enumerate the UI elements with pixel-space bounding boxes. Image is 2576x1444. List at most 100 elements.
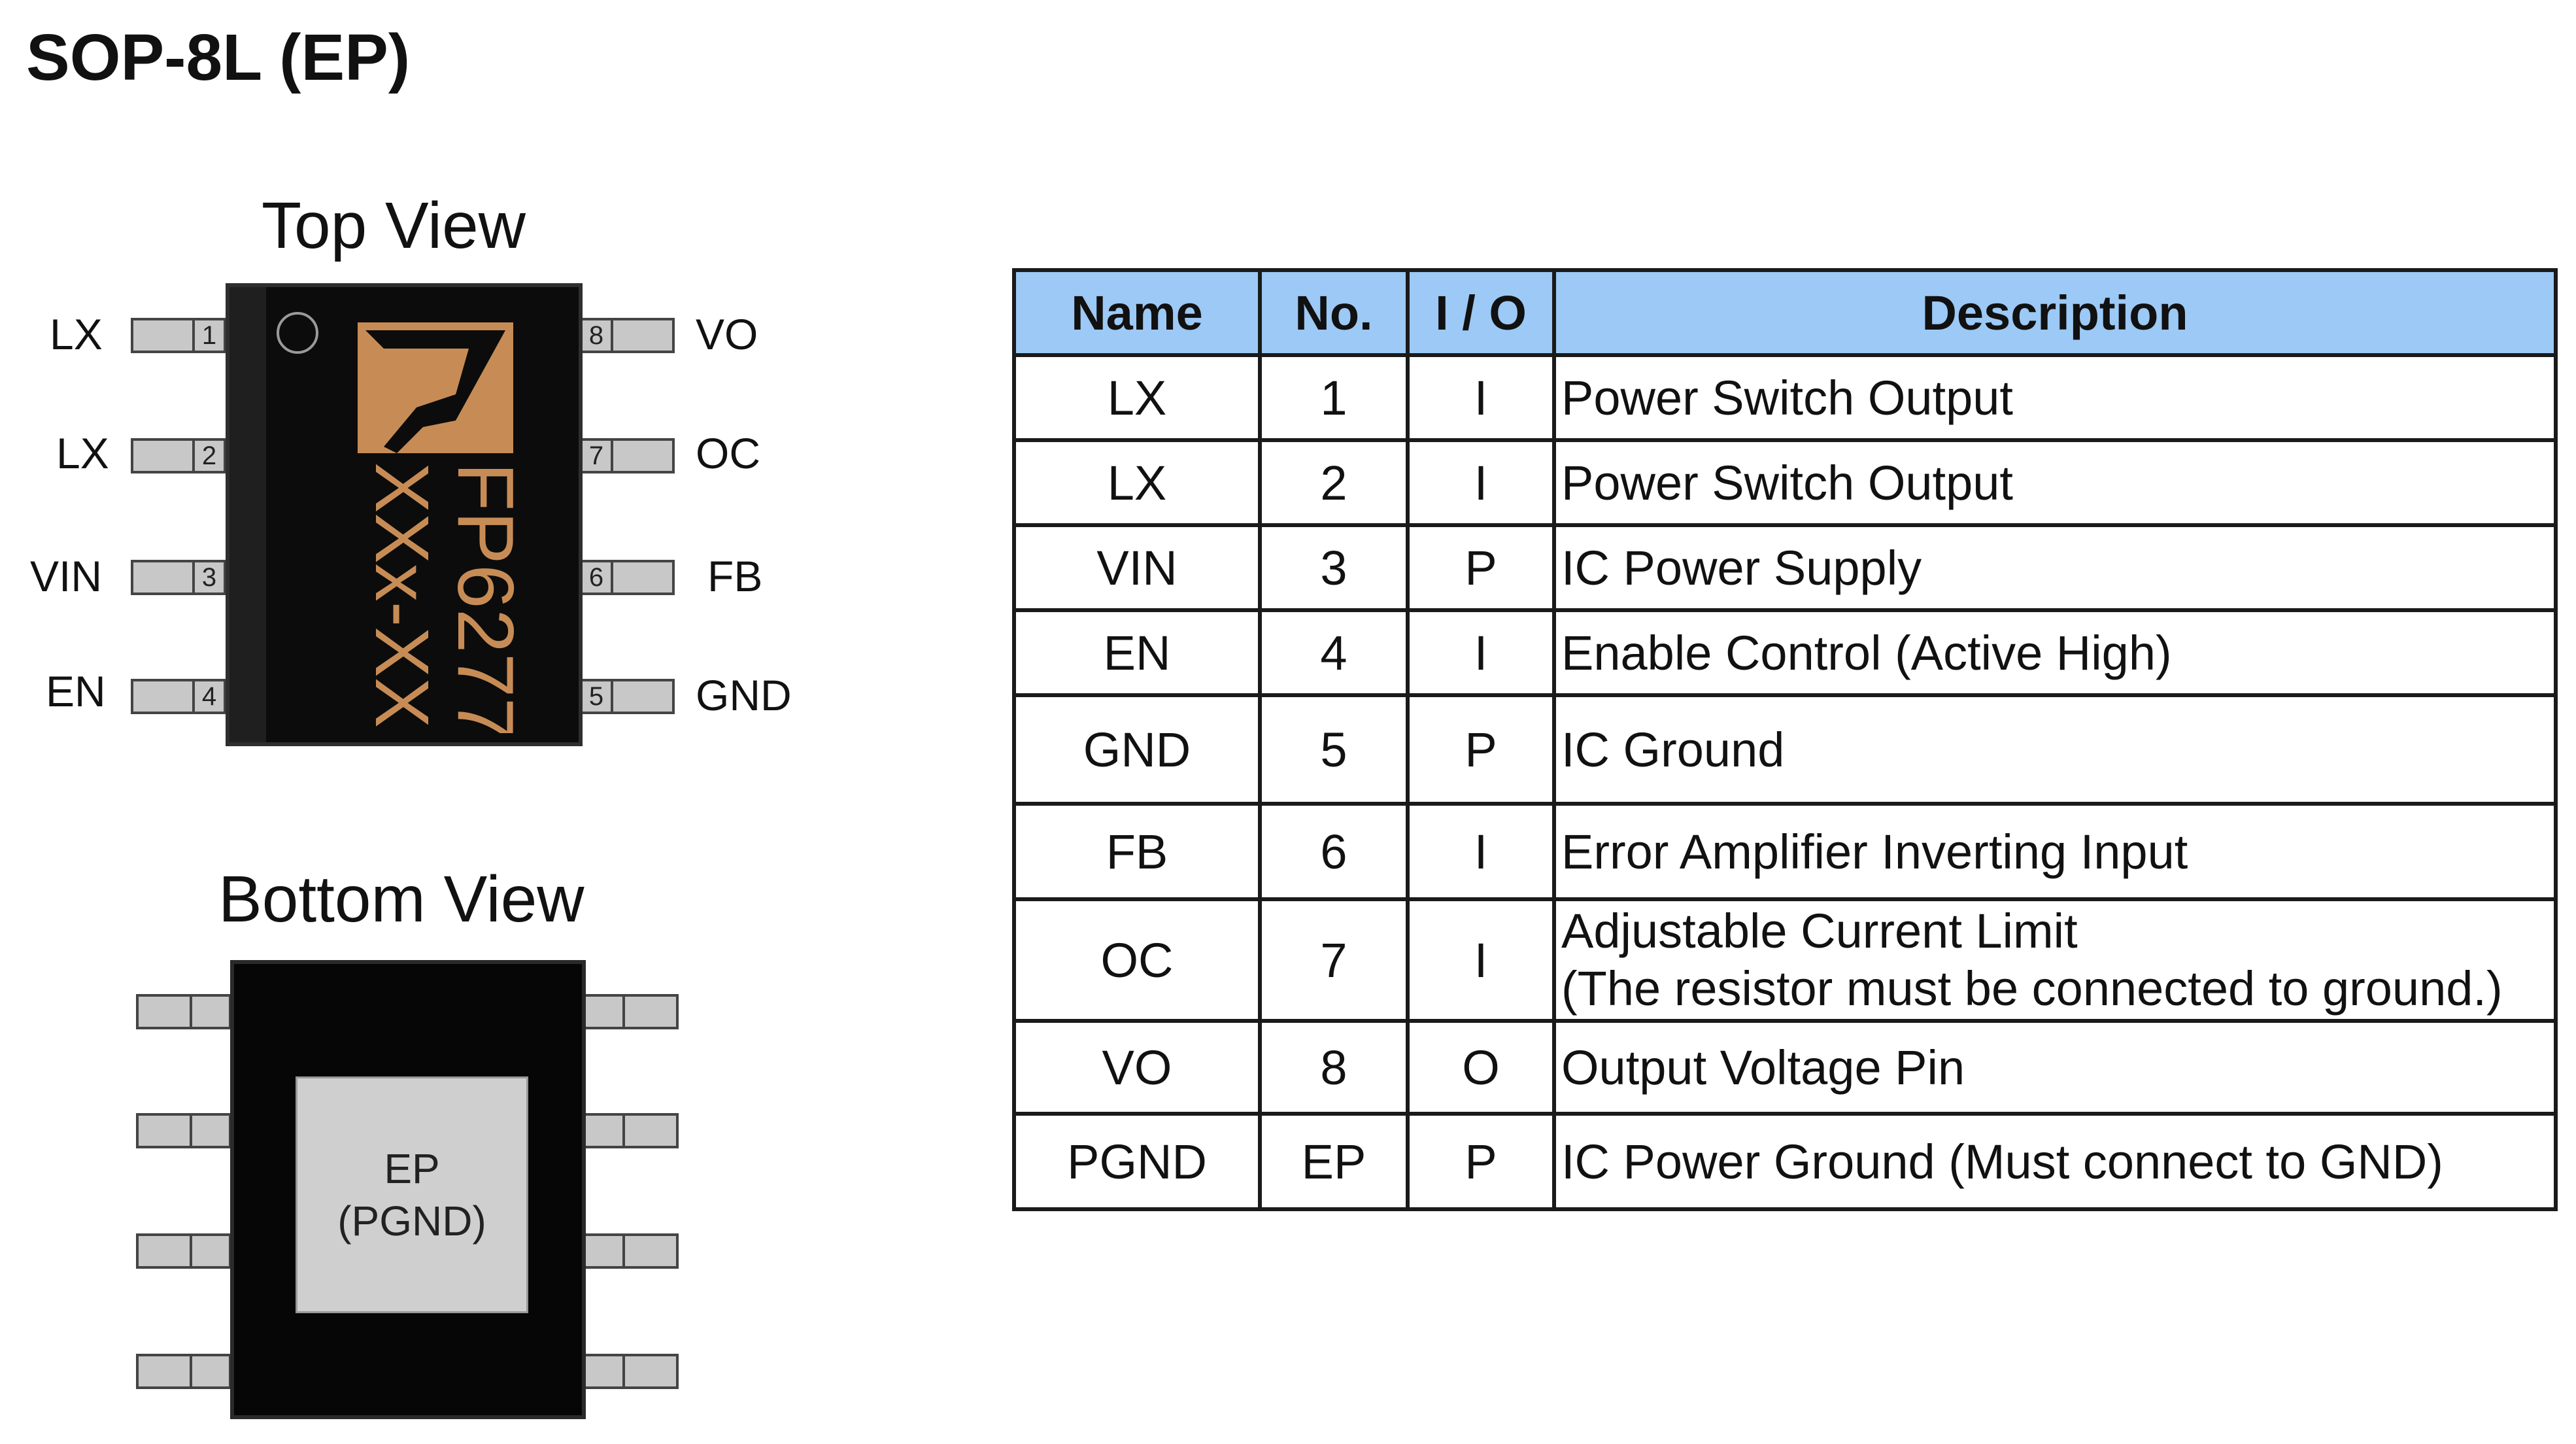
chip-top-body: FP6277 XXx-XXL bbox=[226, 283, 583, 770]
pin-label-3: VIN bbox=[30, 552, 103, 600]
cell-no: 8 bbox=[1258, 1019, 1410, 1116]
pin-number-3: 3 bbox=[192, 562, 224, 593]
pin-number-1: 1 bbox=[192, 320, 224, 351]
cell-desc: Adjustable Current Limit (The resistor m… bbox=[1552, 897, 2558, 1023]
cell-io: P bbox=[1406, 693, 1556, 806]
top-view-heading: Top View bbox=[262, 189, 526, 262]
bottom-view-heading: Bottom View bbox=[218, 863, 585, 936]
pin-number-5: 5 bbox=[582, 681, 613, 712]
pin-label-4: EN bbox=[46, 667, 106, 715]
pin-5-lead: 5 bbox=[579, 679, 675, 714]
table-header-row: Name No. I / O Description bbox=[1012, 268, 2558, 357]
cell-io: P bbox=[1406, 1112, 1556, 1211]
cell-desc: Output Voltage Pin bbox=[1552, 1019, 2558, 1116]
bottom-lead-left-1 bbox=[136, 994, 231, 1029]
pin-label-6: FB bbox=[707, 552, 763, 600]
cell-name: LX bbox=[1012, 438, 1262, 527]
pin-label-2: LX bbox=[56, 429, 109, 477]
chip-bevel bbox=[229, 287, 266, 742]
exposed-pad-sublabel: (PGND) bbox=[337, 1197, 486, 1245]
pin-label-8: VO bbox=[696, 310, 758, 358]
pin-number-7: 7 bbox=[582, 441, 613, 471]
table-row: FB 6 I Error Amplifier Inverting Input bbox=[1012, 802, 2558, 901]
cell-name: OC bbox=[1012, 897, 1262, 1023]
cell-io: P bbox=[1406, 523, 1556, 612]
pin-number-8: 8 bbox=[582, 320, 613, 351]
cell-no: 6 bbox=[1258, 802, 1410, 901]
cell-desc: IC Power Supply bbox=[1552, 523, 2558, 612]
exposed-pad: EP (PGND) bbox=[296, 1076, 528, 1313]
cell-no: 5 bbox=[1258, 693, 1410, 806]
cell-name: LX bbox=[1012, 353, 1262, 442]
header-description: Description bbox=[1552, 268, 2558, 357]
bottom-lead-left-2 bbox=[136, 1113, 231, 1148]
cell-desc-line1: Adjustable Current Limit bbox=[1561, 904, 2078, 958]
chip-bottom-body: EP (PGND) bbox=[230, 960, 586, 1419]
cell-desc: Enable Control (Active High) bbox=[1552, 608, 2558, 697]
bottom-lead-left-3 bbox=[136, 1233, 231, 1269]
cell-name: GND bbox=[1012, 693, 1262, 806]
cell-io: I bbox=[1406, 897, 1556, 1023]
exposed-pad-label: EP bbox=[384, 1145, 440, 1192]
bottom-lead-right-3 bbox=[583, 1233, 679, 1269]
table-row: EN 4 I Enable Control (Active High) bbox=[1012, 608, 2558, 697]
cell-io: O bbox=[1406, 1019, 1556, 1116]
bottom-lead-right-2 bbox=[583, 1113, 679, 1148]
pin-2-lead: 2 bbox=[131, 438, 226, 473]
cell-name: FB bbox=[1012, 802, 1262, 901]
cell-no: EP bbox=[1258, 1112, 1410, 1211]
cell-desc: Power Switch Output bbox=[1552, 438, 2558, 527]
table-row: OC 7 I Adjustable Current Limit (The res… bbox=[1012, 897, 2558, 1023]
pin-number-4: 4 bbox=[192, 681, 224, 712]
bottom-lead-left-4 bbox=[136, 1354, 231, 1389]
pin-label-5: GND bbox=[696, 671, 792, 719]
cell-no: 3 bbox=[1258, 523, 1410, 612]
cell-name: VIN bbox=[1012, 523, 1262, 612]
pin-number-6: 6 bbox=[582, 562, 613, 593]
marking-line1: FP6277 bbox=[441, 462, 517, 733]
logo-icon bbox=[365, 330, 505, 453]
bottom-lead-right-1 bbox=[583, 994, 679, 1029]
cell-name: PGND bbox=[1012, 1112, 1262, 1211]
bottom-lead-right-4 bbox=[583, 1354, 679, 1389]
cell-desc-line2: (The resistor must be connected to groun… bbox=[1561, 961, 2503, 1016]
cell-io: I bbox=[1406, 802, 1556, 901]
chip-marking: FP6277 XXx-XXL bbox=[354, 458, 530, 770]
pin-7-lead: 7 bbox=[579, 438, 675, 473]
marking-line2: XXx-XXL bbox=[360, 462, 445, 733]
pin-number-2: 2 bbox=[192, 441, 224, 471]
table-row: LX 1 I Power Switch Output bbox=[1012, 353, 2558, 442]
cell-desc: Error Amplifier Inverting Input bbox=[1552, 802, 2558, 901]
pin-label-7: OC bbox=[696, 429, 760, 477]
pin-6-lead: 6 bbox=[579, 560, 675, 595]
header-name: Name bbox=[1012, 268, 1262, 357]
cell-name: VO bbox=[1012, 1019, 1262, 1116]
cell-no: 2 bbox=[1258, 438, 1410, 527]
table-row: LX 2 I Power Switch Output bbox=[1012, 438, 2558, 527]
pin-3-lead: 3 bbox=[131, 560, 226, 595]
cell-desc: IC Ground bbox=[1552, 693, 2558, 806]
cell-name: EN bbox=[1012, 608, 1262, 697]
pin-description-table: Name No. I / O Description LX 1 I Power … bbox=[1012, 268, 2558, 1211]
table-row: PGND EP P IC Power Ground (Must connect … bbox=[1012, 1112, 2558, 1211]
cell-no: 7 bbox=[1258, 897, 1410, 1023]
table-row: VIN 3 P IC Power Supply bbox=[1012, 523, 2558, 612]
pin-4-lead: 4 bbox=[131, 679, 226, 714]
cell-io: I bbox=[1406, 608, 1556, 697]
cell-no: 4 bbox=[1258, 608, 1410, 697]
pin1-indicator-dot bbox=[277, 312, 318, 354]
cell-no: 1 bbox=[1258, 353, 1410, 442]
table-row: VO 8 O Output Voltage Pin bbox=[1012, 1019, 2558, 1116]
pin-label-1: LX bbox=[50, 310, 103, 358]
manufacturer-logo bbox=[358, 322, 513, 453]
header-io: I / O bbox=[1406, 268, 1556, 357]
cell-desc: Power Switch Output bbox=[1552, 353, 2558, 442]
header-no: No. bbox=[1258, 268, 1410, 357]
table-row: GND 5 P IC Ground bbox=[1012, 693, 2558, 806]
page-title: SOP-8L (EP) bbox=[26, 21, 411, 94]
pin-8-lead: 8 bbox=[579, 318, 675, 353]
cell-io: I bbox=[1406, 438, 1556, 527]
cell-desc: IC Power Ground (Must connect to GND) bbox=[1552, 1112, 2558, 1211]
pin-1-lead: 1 bbox=[131, 318, 226, 353]
cell-io: I bbox=[1406, 353, 1556, 442]
